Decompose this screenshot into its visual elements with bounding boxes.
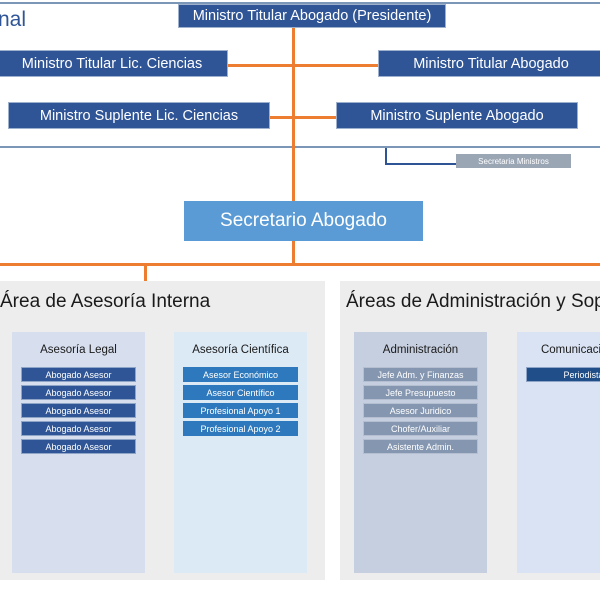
panel-administracion-soporte: Áreas de Administración y Sopo Administr…: [340, 281, 600, 580]
chip-asistente-admin[interactable]: Asistente Admin.: [363, 439, 478, 454]
chip-abogado-asesor-3[interactable]: Abogado Asesor: [21, 403, 136, 418]
node-suplente-ciencias-label: Ministro Suplente Lic. Ciencias: [39, 107, 239, 124]
node-titular-abogado-label: Ministro Titular Abogado: [413, 55, 569, 72]
node-secretaria-ministros[interactable]: Secretaria Ministros: [456, 154, 571, 168]
card-asesoria-legal: Asesoría Legal Abogado Asesor Abogado As…: [12, 332, 145, 573]
node-president[interactable]: Ministro Titular Abogado (Presidente): [178, 4, 446, 28]
chip-abogado-asesor-1[interactable]: Abogado Asesor: [21, 367, 136, 382]
node-secretario-abogado[interactable]: Secretario Abogado: [184, 201, 423, 241]
chip-jefe-adm-finanzas[interactable]: Jefe Adm. y Finanzas: [363, 367, 478, 382]
connector-spine-lower: [292, 118, 295, 202]
connector-suplente-right: [292, 116, 336, 119]
node-secretario-abogado-label: Secretario Abogado: [220, 210, 387, 231]
middle-divider-rule: [0, 146, 600, 148]
node-secretaria-ministros-label: Secretaria Ministros: [478, 156, 549, 166]
chip-jefe-presupuesto[interactable]: Jefe Presupuesto: [363, 385, 478, 400]
card-comunicaciones-chips: Periodista: [526, 367, 600, 382]
panel-administracion-soporte-title: Áreas de Administración y Sopo: [346, 291, 600, 312]
node-president-label: Ministro Titular Abogado (Presidente): [192, 8, 432, 24]
connector-titular-right: [292, 64, 378, 67]
page-title-fragment: nal: [0, 8, 27, 31]
node-suplente-abogado[interactable]: Ministro Suplente Abogado: [336, 102, 578, 129]
connector-secretaria-horizontal: [385, 163, 457, 165]
top-divider-rule: [0, 2, 600, 4]
node-titular-ciencias-label: Ministro Titular Lic. Ciencias: [21, 55, 203, 72]
chip-asesor-economico[interactable]: Asesor Económico: [183, 367, 298, 382]
node-suplente-ciencias[interactable]: Ministro Suplente Lic. Ciencias: [8, 102, 270, 129]
node-titular-ciencias[interactable]: Ministro Titular Lic. Ciencias: [0, 50, 228, 77]
chip-periodista[interactable]: Periodista: [526, 367, 600, 382]
chip-abogado-asesor-4[interactable]: Abogado Asesor: [21, 421, 136, 436]
card-administracion-chips: Jefe Adm. y Finanzas Jefe Presupuesto As…: [363, 367, 478, 454]
connector-spine-president: [292, 28, 295, 66]
card-asesoria-legal-chips: Abogado Asesor Abogado Asesor Abogado As…: [21, 367, 136, 454]
card-administracion-title: Administración: [382, 344, 459, 356]
connector-panel-bus: [0, 263, 600, 266]
card-asesoria-cientifica-chips: Asesor Económico Asesor Científico Profe…: [183, 367, 298, 436]
card-asesoria-legal-title: Asesoría Legal: [40, 344, 117, 356]
chip-profesional-apoyo-2[interactable]: Profesional Apoyo 2: [183, 421, 298, 436]
chip-asesor-juridico[interactable]: Asesor Juridico: [363, 403, 478, 418]
node-suplente-abogado-label: Ministro Suplente Abogado: [370, 107, 544, 124]
node-titular-abogado[interactable]: Ministro Titular Abogado: [378, 50, 600, 77]
chip-asesor-cientifico[interactable]: Asesor Científico: [183, 385, 298, 400]
card-asesoria-cientifica-title: Asesoría Científica: [192, 344, 289, 356]
chip-abogado-asesor-2[interactable]: Abogado Asesor: [21, 385, 136, 400]
panel-asesoria-interna-title: Área de Asesoría Interna: [0, 291, 211, 312]
card-asesoria-cientifica: Asesoría Científica Asesor Económico Ase…: [174, 332, 307, 573]
connector-spine-to-panels: [292, 240, 295, 265]
connector-secretaria-vertical: [385, 148, 387, 164]
card-administracion: Administración Jefe Adm. y Finanzas Jefe…: [354, 332, 487, 573]
connector-titular-left: [228, 64, 294, 67]
card-comunicaciones: Comunicaciones Periodista: [517, 332, 600, 573]
connector-suplente-left: [270, 116, 294, 119]
connector-spine-mid: [292, 66, 295, 118]
chip-profesional-apoyo-1[interactable]: Profesional Apoyo 1: [183, 403, 298, 418]
panel-asesoria-interna: Área de Asesoría Interna Asesoría Legal …: [0, 281, 325, 580]
connector-drop-left-panel: [144, 263, 147, 287]
card-comunicaciones-title: Comunicaciones: [540, 344, 600, 356]
chip-chofer-auxiliar[interactable]: Chofer/Auxiliar: [363, 421, 478, 436]
chip-abogado-asesor-5[interactable]: Abogado Asesor: [21, 439, 136, 454]
